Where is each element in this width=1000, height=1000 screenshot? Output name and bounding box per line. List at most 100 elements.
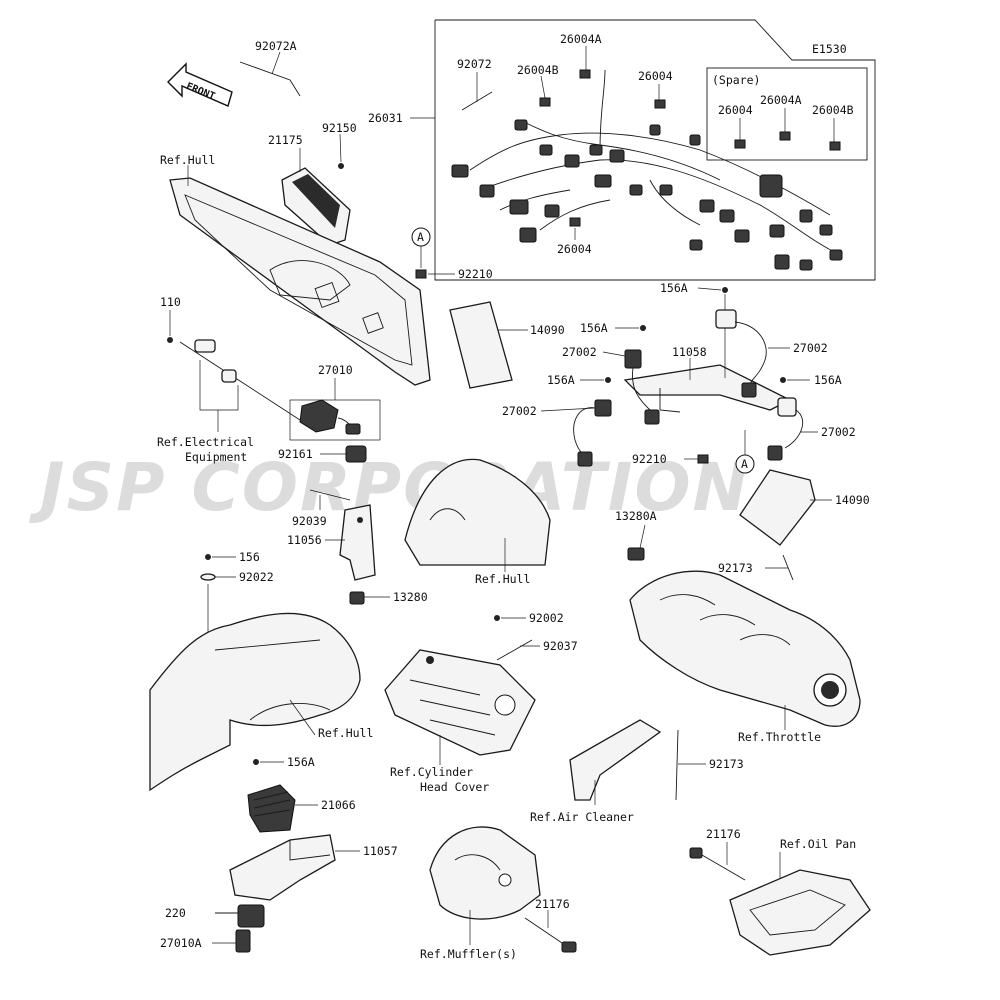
label-92173-bottom: 92173 xyxy=(709,757,744,771)
bracket-11058 xyxy=(623,364,792,413)
hull-center xyxy=(404,458,551,566)
label-ref-throttle: Ref.Throttle xyxy=(738,730,821,744)
bolt-156A-2 xyxy=(640,325,646,331)
label-156A-5: 156A xyxy=(287,755,315,769)
spare-box xyxy=(706,67,868,161)
label-13280: 13280 xyxy=(393,590,428,604)
label-ref-hull-1: Ref.Hull xyxy=(160,153,215,167)
cable-tie-92173-bottom xyxy=(675,729,679,801)
bolt-156A-1 xyxy=(722,287,728,293)
connector-27002-4 xyxy=(767,397,804,461)
clip-26004A-top xyxy=(579,69,591,79)
bolt-156A-4 xyxy=(780,377,786,383)
bolt-110 xyxy=(167,337,173,343)
bolt-156A-3 xyxy=(605,377,611,383)
label-11056: 11056 xyxy=(287,533,322,547)
label-92072A: 92072A xyxy=(255,39,297,53)
clip-26004-spare xyxy=(734,139,746,149)
front-arrow-icon: FRONT xyxy=(167,62,233,107)
regulator-21066 xyxy=(247,784,296,833)
harness-connectors xyxy=(451,119,843,271)
label-156A-3: 156A xyxy=(547,373,575,387)
label-14090-top: 14090 xyxy=(530,323,565,337)
cable-tie-92039 xyxy=(309,489,351,501)
label-27002-1: 27002 xyxy=(562,345,597,359)
cylinder-head-cover xyxy=(384,649,536,756)
clip-92210-top xyxy=(415,269,427,279)
clip-26004-bottom xyxy=(569,217,581,227)
label-ref-electrical-1: Ref.Electrical xyxy=(157,435,254,449)
bracket-11057 xyxy=(229,834,336,901)
label-11057: 11057 xyxy=(363,844,398,858)
label-92150: 92150 xyxy=(322,121,357,135)
sheet-14090-mid xyxy=(739,469,816,546)
label-21176-mid: 21176 xyxy=(535,897,570,911)
sheet-14090-top xyxy=(449,301,513,389)
clip-13280 xyxy=(349,591,365,605)
label-156A-4: 156A xyxy=(814,373,842,387)
label-156: 156 xyxy=(239,550,260,564)
label-ref-hull-3: Ref.Hull xyxy=(318,726,373,740)
callout-a-mid-label: A xyxy=(741,457,748,471)
cable-tie-92173-top xyxy=(782,554,794,581)
label-26004A-top: 26004A xyxy=(560,32,602,46)
air-cleaner-bracket xyxy=(569,719,662,801)
label-27010A: 27010A xyxy=(160,936,202,950)
label-ref-hull-2: Ref.Hull xyxy=(475,572,530,586)
label-92037: 92037 xyxy=(543,639,578,653)
label-92173-top: 92173 xyxy=(718,561,753,575)
label-26004-bottom: 26004 xyxy=(557,242,592,256)
relay-92161 xyxy=(345,445,367,463)
clip-26004B-spare xyxy=(829,141,841,151)
clip-26004B-top xyxy=(539,97,551,107)
relay-27010A xyxy=(235,904,265,953)
label-92002: 92002 xyxy=(529,611,564,625)
label-11058: 11058 xyxy=(672,345,707,359)
label-ref-cylinder-1: Ref.Cylinder xyxy=(390,765,473,779)
hull-panel xyxy=(169,177,431,386)
label-92210-top: 92210 xyxy=(458,267,493,281)
label-21066: 21066 xyxy=(321,798,356,812)
ecu-21175 xyxy=(281,167,351,246)
sensor-21176-mid xyxy=(524,917,577,953)
label-27010: 27010 xyxy=(318,363,353,377)
clip-26004A-spare xyxy=(779,131,791,141)
bolt-92002 xyxy=(494,615,500,621)
label-92022: 92022 xyxy=(239,570,274,584)
label-26031: 26031 xyxy=(368,111,403,125)
label-ref-cylinder-2: Head Cover xyxy=(420,780,489,794)
label-27002-2: 27002 xyxy=(793,341,828,355)
bolt-156A-5 xyxy=(253,759,259,765)
throttle-body xyxy=(627,547,861,727)
clip-92210-mid xyxy=(697,454,709,464)
label-110: 110 xyxy=(160,295,181,309)
label-ref-mufflers: Ref.Muffler(s) xyxy=(420,947,517,961)
connector-27002-2 xyxy=(715,309,767,398)
label-26004-spare: 26004 xyxy=(718,103,753,117)
spare-label: (Spare) xyxy=(712,73,760,87)
label-92161: 92161 xyxy=(278,447,313,461)
bolt-92150 xyxy=(338,163,344,169)
hull-left xyxy=(149,612,361,792)
label-92210-mid: 92210 xyxy=(632,452,667,466)
callout-a-top-label: A xyxy=(417,230,424,244)
tie-92037 xyxy=(496,639,533,661)
oil-pan xyxy=(729,869,871,956)
watermark: JSP CORPORATION xyxy=(29,449,750,526)
label-13280A: 13280A xyxy=(615,509,657,523)
label-26004A-spare: 26004A xyxy=(760,93,802,107)
cable-tie-92072A xyxy=(239,61,301,97)
connector-27002-1 xyxy=(624,349,660,425)
electrical-equipment-bracket xyxy=(179,339,301,421)
label-92072: 92072 xyxy=(457,57,492,71)
washer-92022 xyxy=(200,573,216,581)
harness-box xyxy=(434,19,876,281)
muffler xyxy=(429,826,541,920)
sensor-21176-right xyxy=(689,847,746,881)
label-26004B-top: 26004B xyxy=(517,63,559,77)
label-220: 220 xyxy=(165,906,186,920)
label-27002-4: 27002 xyxy=(821,425,856,439)
label-ref-electrical-2: Equipment xyxy=(185,450,247,464)
label-21176-right: 21176 xyxy=(706,827,741,841)
